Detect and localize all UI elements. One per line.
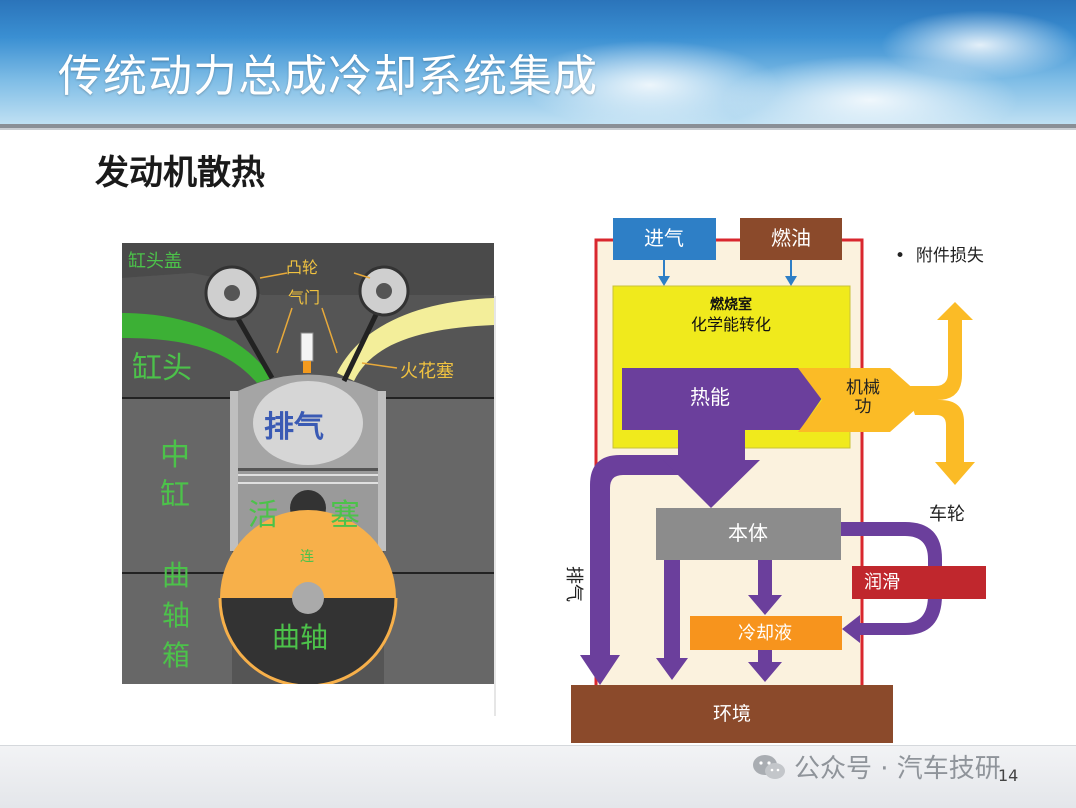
label-valve: 气门: [288, 288, 320, 307]
intake-port: [122, 313, 272, 383]
heat-flow-diagram: 环境 进气 燃油 燃烧室 化学能转化 热能 机械 功 本体 润滑 冷却液: [571, 218, 986, 743]
exhaust-flow-arrow: [580, 455, 678, 685]
wheel-arrow: [910, 400, 975, 485]
header-rule: [0, 124, 1076, 128]
label-cam: 凸轮: [286, 258, 318, 277]
crank-upper: [220, 510, 396, 598]
heat-to-body-arrow: [663, 430, 760, 508]
watermark-text: 公众号 · 汽车技研: [794, 754, 1001, 784]
accessory-loss-text: 附件损失: [915, 246, 984, 266]
label-spark-plug: 火花塞: [400, 361, 454, 382]
coolant-to-env-arrow: [748, 650, 782, 682]
accessory-loss-arrow: [910, 302, 973, 400]
watermark: 公众号 · 汽车技研: [752, 748, 1001, 785]
spark-plug: [300, 332, 314, 362]
fuel-label: 燃油: [771, 226, 811, 250]
section-subtitle: 发动机散热: [95, 153, 265, 193]
accessory-loss-label: • 附件损失: [895, 246, 984, 266]
body-to-coolant-arrow: [748, 560, 782, 615]
page-number: 14: [998, 766, 1019, 785]
divider-line: [494, 296, 496, 716]
intake-label: 进气: [644, 226, 684, 250]
label-crankshaft: 曲轴: [272, 621, 328, 654]
environment-box: [571, 685, 893, 743]
footer-bar: [0, 745, 1076, 808]
cam-left: [204, 265, 260, 321]
crank-lower: [220, 598, 396, 684]
intake-box: [613, 218, 716, 260]
body-label: 本体: [728, 521, 768, 545]
label-mid-cylinder-2: 缸: [160, 478, 190, 513]
heat-arrow: [622, 368, 822, 430]
label-crankcase-3: 箱: [162, 639, 190, 672]
lubrication-loop-arrow: [841, 522, 942, 643]
label-conrod: 连: [300, 549, 314, 565]
exhaust-port: [337, 298, 494, 381]
label-cylinder-head-cover: 缸头盖: [128, 250, 182, 272]
label-crankcase-2: 轴: [162, 599, 190, 632]
label-cylinder-head: 缸头: [132, 351, 192, 386]
mech-work-arrow: [798, 368, 926, 432]
label-crankcase-1: 曲: [162, 559, 190, 592]
slide-title: 传统动力总成冷却系统集成: [58, 51, 598, 102]
mech-work-label-1: 机械: [846, 378, 880, 398]
coolant-box: [690, 616, 842, 650]
label-mid-cylinder-1: 中: [160, 438, 190, 473]
header-banner: 传统动力总成冷却系统集成: [0, 0, 1076, 124]
lubrication-label: 润滑: [864, 572, 900, 593]
exhaust-label: 排气: [563, 566, 584, 602]
label-piston-2: 塞: [330, 498, 360, 533]
wechat-icon: [753, 754, 785, 779]
environment-label: 环境: [713, 703, 751, 725]
mech-work-label-2: 功: [855, 397, 872, 417]
header-rule-light: [0, 128, 1076, 130]
body-box: [656, 508, 841, 560]
combustion-title: 燃烧室: [710, 296, 752, 313]
coolant-label: 冷却液: [738, 623, 792, 644]
lubrication-box: [852, 566, 986, 599]
label-exhaust-stroke: 排气: [264, 410, 324, 445]
fuel-box: [740, 218, 842, 260]
label-piston-1: 活: [248, 498, 278, 533]
body-to-env-arrow: [656, 560, 688, 680]
combustion-sub: 化学能转化: [691, 315, 771, 334]
wheel-label: 车轮: [929, 504, 965, 525]
banner-cloud: [880, 10, 1076, 80]
engine-cross-section: 缸头盖 凸轮 气门 缸头 火花塞 排气 中 缸 活 塞 连 曲 轴 箱 曲轴: [122, 243, 494, 684]
cam-right: [358, 265, 410, 317]
heat-label: 热能: [690, 385, 730, 409]
